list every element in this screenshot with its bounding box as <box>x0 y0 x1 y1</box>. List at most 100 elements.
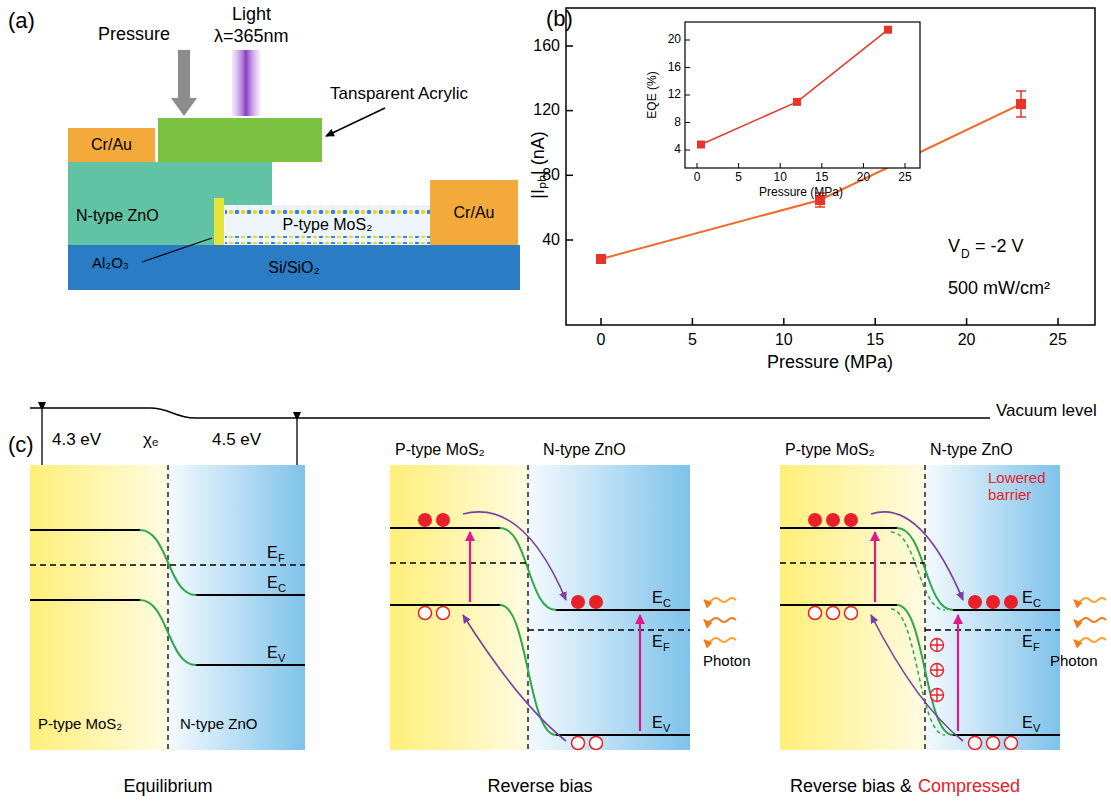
text-label: 4.5 eV <box>212 430 261 450</box>
leader-line <box>326 108 385 136</box>
text-label: F <box>1033 641 1040 654</box>
fermi-level <box>925 629 1060 631</box>
excitation-arrow <box>957 615 959 731</box>
text-label: E <box>652 714 663 732</box>
electron <box>1004 595 1018 609</box>
electron <box>968 595 982 609</box>
hole <box>845 607 858 620</box>
photon-wave <box>1074 618 1106 622</box>
band-edge <box>30 529 140 531</box>
pressure-arrow <box>171 50 197 116</box>
text-label: 12 <box>668 88 681 102</box>
fermi-level <box>528 629 690 631</box>
text-label: 15 <box>866 331 884 349</box>
layer-label: P-type MoS₂ <box>38 715 122 732</box>
fermi-level <box>30 564 305 566</box>
inset-frame <box>685 22 920 168</box>
band-edge <box>780 604 897 606</box>
text-label: 4.3 eV <box>52 430 101 450</box>
electron <box>571 595 585 609</box>
device-layer: Cr/Au <box>430 180 518 245</box>
photon-wave <box>704 618 736 622</box>
text-label: 120 <box>533 101 560 119</box>
band-edge <box>953 734 1060 736</box>
text-label: D <box>961 248 970 262</box>
drift-arrow <box>871 512 963 600</box>
text-label: 20 <box>958 331 976 349</box>
layer-label: Si/SiO₂ <box>268 258 320 276</box>
text-label: E <box>267 644 278 662</box>
excitation-arrow <box>469 532 471 602</box>
text-label: E <box>652 589 663 607</box>
positive-charge <box>931 689 944 702</box>
band-edge <box>30 599 140 601</box>
text-label: Pressure <box>98 24 170 45</box>
leader-line <box>142 238 212 262</box>
device-layer: Si/SiO₂ <box>68 245 520 290</box>
text-label: Equilibrium <box>123 776 212 797</box>
acrylic-block <box>158 118 322 162</box>
hole <box>1005 737 1018 750</box>
layer-label: Cr/Au <box>454 203 495 221</box>
text-label: 20 <box>857 171 870 185</box>
positive-charge <box>931 639 944 652</box>
band-edge <box>390 527 500 529</box>
junction-line <box>527 465 528 750</box>
electron <box>436 513 450 527</box>
text-label: Lowered barrier <box>988 470 1060 503</box>
electron <box>844 513 858 527</box>
text-label: E <box>267 544 278 562</box>
text-label: 20 <box>668 33 681 47</box>
text-label: (b) <box>546 6 573 31</box>
layer-label: N-type ZnO <box>543 441 626 459</box>
band-bending <box>500 528 556 610</box>
band-bending <box>500 605 556 735</box>
junction-line <box>167 465 168 750</box>
text-label: Photon <box>703 652 751 669</box>
inset-line <box>701 30 888 145</box>
device-layer: Cr/Au <box>68 128 155 162</box>
band-region: P-type MoS₂ <box>30 465 168 750</box>
electron <box>826 513 840 527</box>
text-label: χₑ <box>143 430 158 450</box>
text-label: 10 <box>774 171 787 185</box>
drift-arrow <box>463 512 566 600</box>
inset-points <box>697 26 892 149</box>
text-label: Pressure (MPa) <box>759 186 843 200</box>
text-label: λ=365nm <box>214 26 289 47</box>
hole <box>419 607 432 620</box>
text-label: Photon <box>1050 652 1098 669</box>
mos2-atoms <box>225 236 430 244</box>
layer-label: P-type MoS₂ <box>283 216 373 234</box>
layer-label: N-type ZnO <box>76 207 159 225</box>
text-label: 8 <box>674 116 681 130</box>
text-label: 0 <box>694 171 701 185</box>
positive-charge <box>931 664 944 677</box>
text-label: Al₂O₃ <box>92 254 129 271</box>
band-edge <box>556 734 690 736</box>
text-label: Vacuum level <box>996 401 1097 421</box>
hole <box>437 607 450 620</box>
photon-wave <box>704 638 736 642</box>
band-region: P-type MoS₂ <box>780 465 925 750</box>
hole <box>969 737 982 750</box>
text-label: F <box>278 552 285 565</box>
text-label: Light <box>232 4 271 25</box>
electron <box>418 513 432 527</box>
al2o3-layer <box>214 198 224 245</box>
positive-charge <box>931 639 943 651</box>
text-label: Compressed <box>918 776 1020 797</box>
layer-label: N-type ZnO <box>930 441 1013 459</box>
fermi-level <box>780 562 925 564</box>
excitation-arrow <box>639 615 641 731</box>
text-label: E <box>1022 589 1033 607</box>
electron <box>808 513 822 527</box>
text-label: V <box>1033 722 1040 735</box>
text-label: V <box>948 236 960 257</box>
text-label: Reverse bias & <box>790 776 912 797</box>
layer-label: P-type MoS₂ <box>785 441 875 459</box>
band-bending <box>140 530 196 595</box>
text-label: 5 <box>735 171 742 185</box>
